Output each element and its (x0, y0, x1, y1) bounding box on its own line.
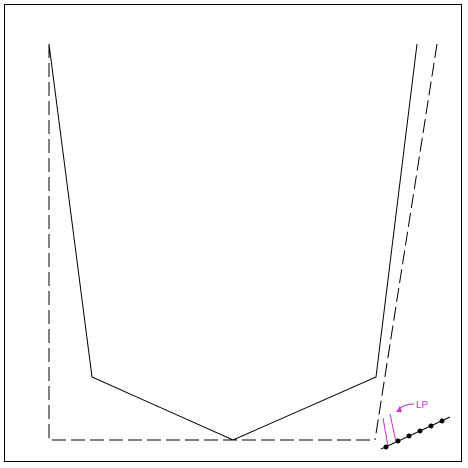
marker-base-line (380, 416, 451, 450)
marker-dot (406, 433, 412, 439)
dashed-outline-left-bottom (48, 44, 375, 441)
marker-dot (417, 428, 423, 434)
marker-dot (439, 418, 445, 424)
dashed-outline-right (374, 43, 438, 441)
marker-dot (383, 444, 389, 450)
drawing-frame (4, 4, 462, 462)
lp-label: LP (416, 400, 429, 411)
solid-profile-line (48, 43, 418, 441)
marker-dot (395, 438, 401, 444)
lp-arrowhead (396, 406, 402, 412)
marker-dot (428, 423, 434, 429)
marker-line (380, 416, 451, 450)
lp-extension-line-2 (389, 413, 397, 443)
lp-annotation: LP (382, 400, 429, 447)
lp-extension-line-1 (382, 417, 389, 447)
